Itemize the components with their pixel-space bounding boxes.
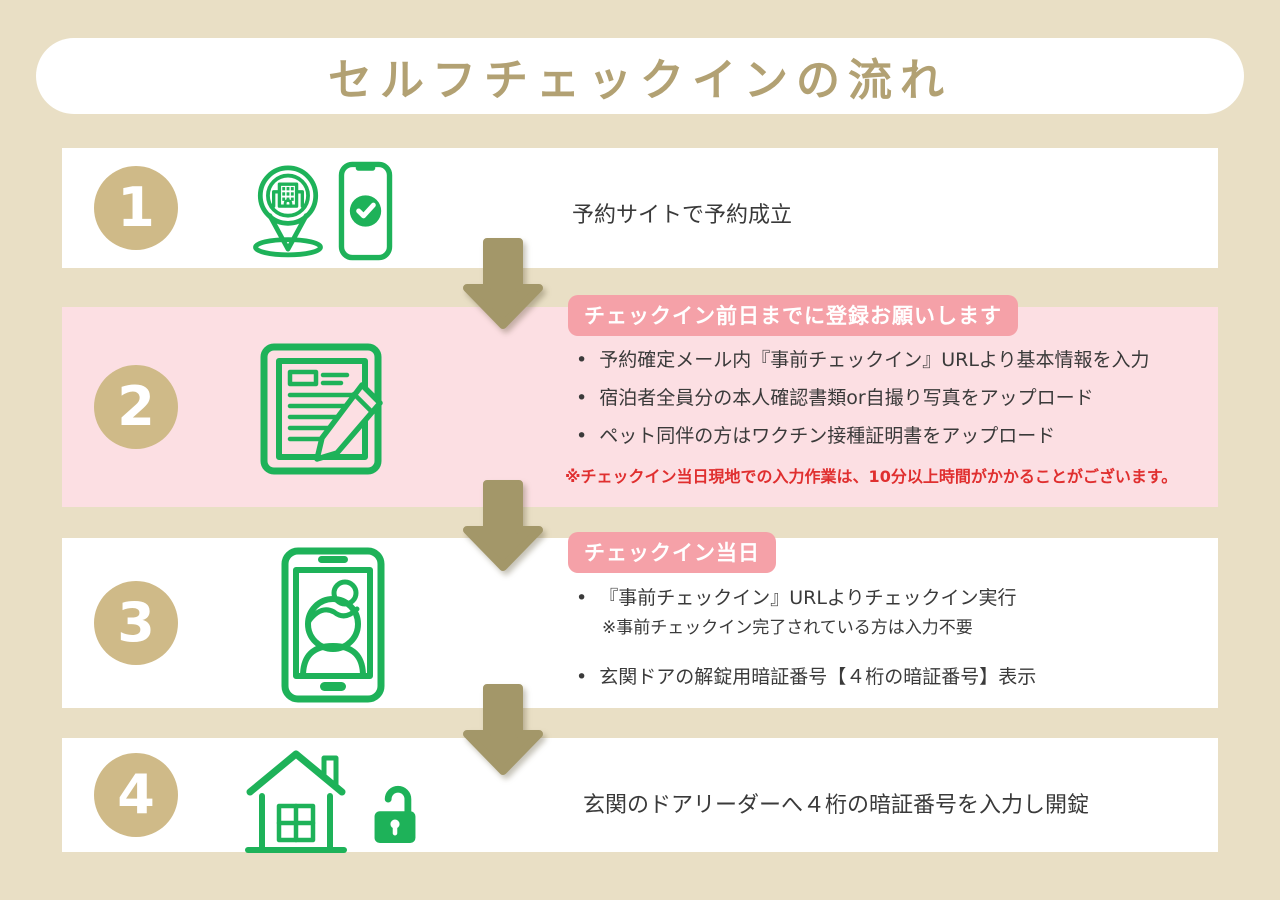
step-3-number-label: 3	[117, 591, 155, 654]
house-icon	[240, 744, 352, 860]
step-1-text: 予約サイトで予約成立	[572, 203, 793, 228]
down-arrow-icon	[458, 236, 548, 336]
map-pin-building-icon	[245, 160, 331, 258]
step-2-bullet-2-text: 宿泊者全員分の本人確認書類or自撮り写真をアップロード	[599, 387, 1094, 409]
step-4-number: 4	[94, 753, 178, 837]
step-4-text: 玄関のドアリーダーへ４桁の暗証番号を入力し開錠	[583, 793, 1090, 818]
phone-check-icon	[338, 161, 393, 261]
step-2-number-label: 2	[117, 375, 155, 438]
form-pencil-icon	[259, 338, 391, 480]
down-arrow-icon	[458, 478, 548, 578]
step-4-row	[62, 738, 1218, 852]
step-2-bullet-3: ペット同伴の方はワクチン接種証明書をアップロード	[576, 421, 1055, 448]
page-title: セルフチェックインの流れ	[328, 55, 952, 106]
step-3-number: 3	[94, 581, 178, 665]
open-padlock-icon	[370, 782, 420, 848]
step-3-subnote: ※事前チェックイン完了されている方は入力不要	[602, 618, 973, 638]
step-2-number: 2	[94, 365, 178, 449]
step-2-warning-note: ※チェックイン当日現地での入力作業は、10分以上時間がかかることがございます。	[565, 467, 1178, 486]
step-2-bullet-2: 宿泊者全員分の本人確認書類or自撮り写真をアップロード	[576, 383, 1094, 410]
down-arrow-icon	[458, 682, 548, 782]
title-banner: セルフチェックインの流れ	[36, 38, 1244, 114]
step-2-bullet-1: 予約確定メール内『事前チェックイン』URLより基本情報を入力	[576, 345, 1150, 372]
step-3-bullet-2-text: 玄関ドアの解錠用暗証番号【４桁の暗証番号】表示	[599, 666, 1037, 688]
step-3-bullet-2: 玄関ドアの解錠用暗証番号【４桁の暗証番号】表示	[576, 662, 1036, 689]
step-2-bullet-1-text: 予約確定メール内『事前チェックイン』URLより基本情報を入力	[599, 349, 1150, 371]
step-3-badge: チェックイン当日	[568, 532, 776, 573]
step-3-bullet-1-text: 『事前チェックイン』URLよりチェックイン実行	[599, 587, 1017, 609]
step-1-number-label: 1	[117, 176, 155, 239]
step-3-bullet-1: 『事前チェックイン』URLよりチェックイン実行	[576, 583, 1017, 610]
step-2-bullet-3-text: ペット同伴の方はワクチン接種証明書をアップロード	[599, 425, 1056, 447]
step-2-badge: チェックイン前日までに登録お願いします	[568, 295, 1018, 336]
step-1-number: 1	[94, 166, 178, 250]
step-4-number-label: 4	[117, 763, 155, 826]
phone-person-icon	[281, 547, 385, 703]
